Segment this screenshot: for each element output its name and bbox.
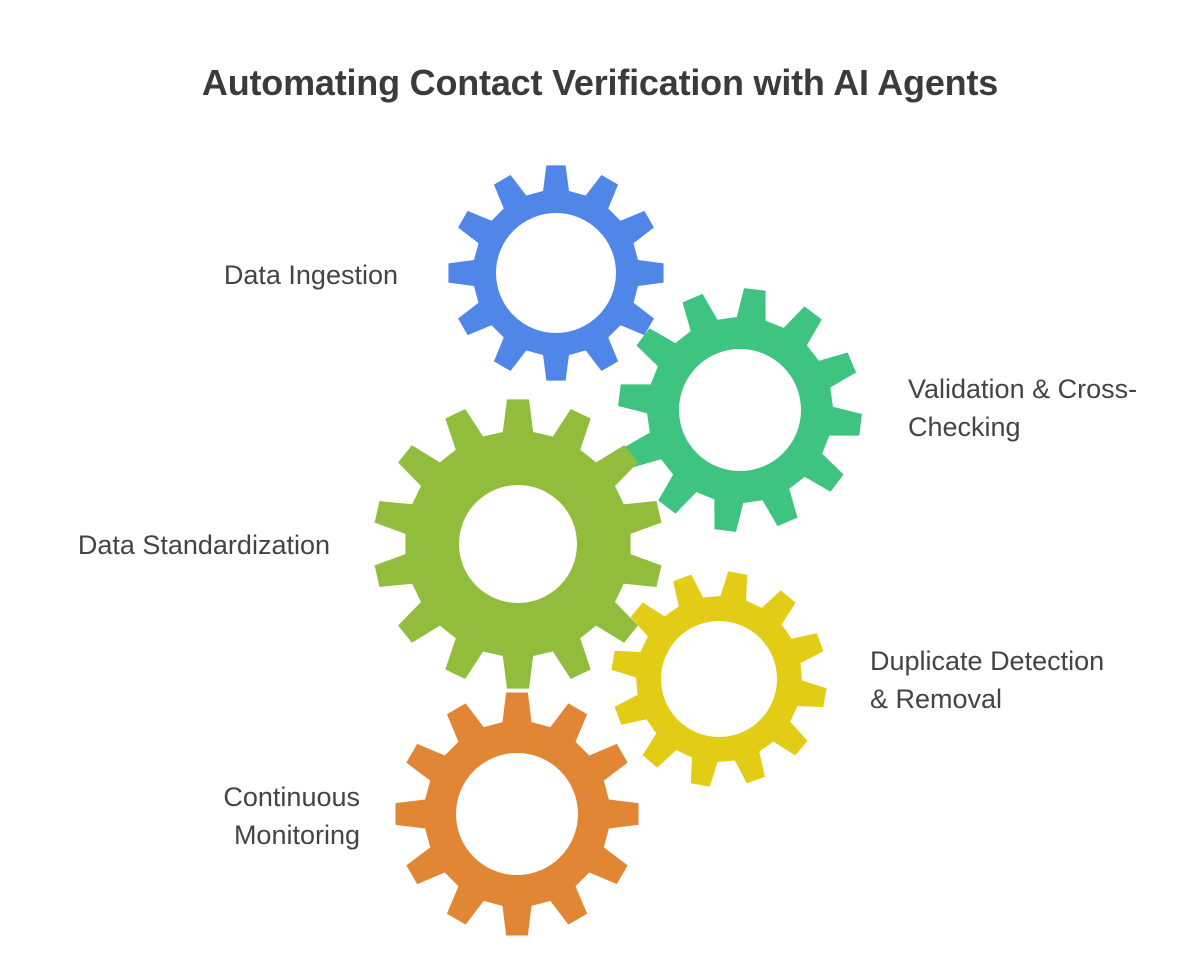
label-data-ingestion: Data Ingestion xyxy=(150,256,398,294)
gear-icon-data-standardization xyxy=(374,399,662,689)
label-line: Validation & Cross- xyxy=(908,374,1138,404)
gear-icon-duplicate-detection xyxy=(611,571,827,787)
label-line: Continuous xyxy=(223,782,360,812)
gear-icon-data-ingestion xyxy=(448,165,664,381)
label-data-standardization: Data Standardization xyxy=(20,526,330,564)
label-line: Monitoring xyxy=(233,820,360,850)
label-line: & Removal xyxy=(870,684,1003,714)
diagram-title: Automating Contact Verification with AI … xyxy=(201,62,999,103)
label-continuous-monitoring: Continuous Monitoring xyxy=(160,778,360,854)
gear-icon-continuous-monitoring xyxy=(395,692,639,936)
label-validation: Validation & Cross- Checking xyxy=(908,370,1137,446)
label-line: Data Ingestion xyxy=(223,260,398,290)
label-line: Data Standardization xyxy=(77,530,330,560)
label-line: Checking xyxy=(908,412,1021,442)
gear-icon-validation xyxy=(618,288,862,532)
label-duplicate-detection: Duplicate Detection & Removal xyxy=(870,642,1104,718)
label-line: Duplicate Detection xyxy=(870,646,1105,676)
